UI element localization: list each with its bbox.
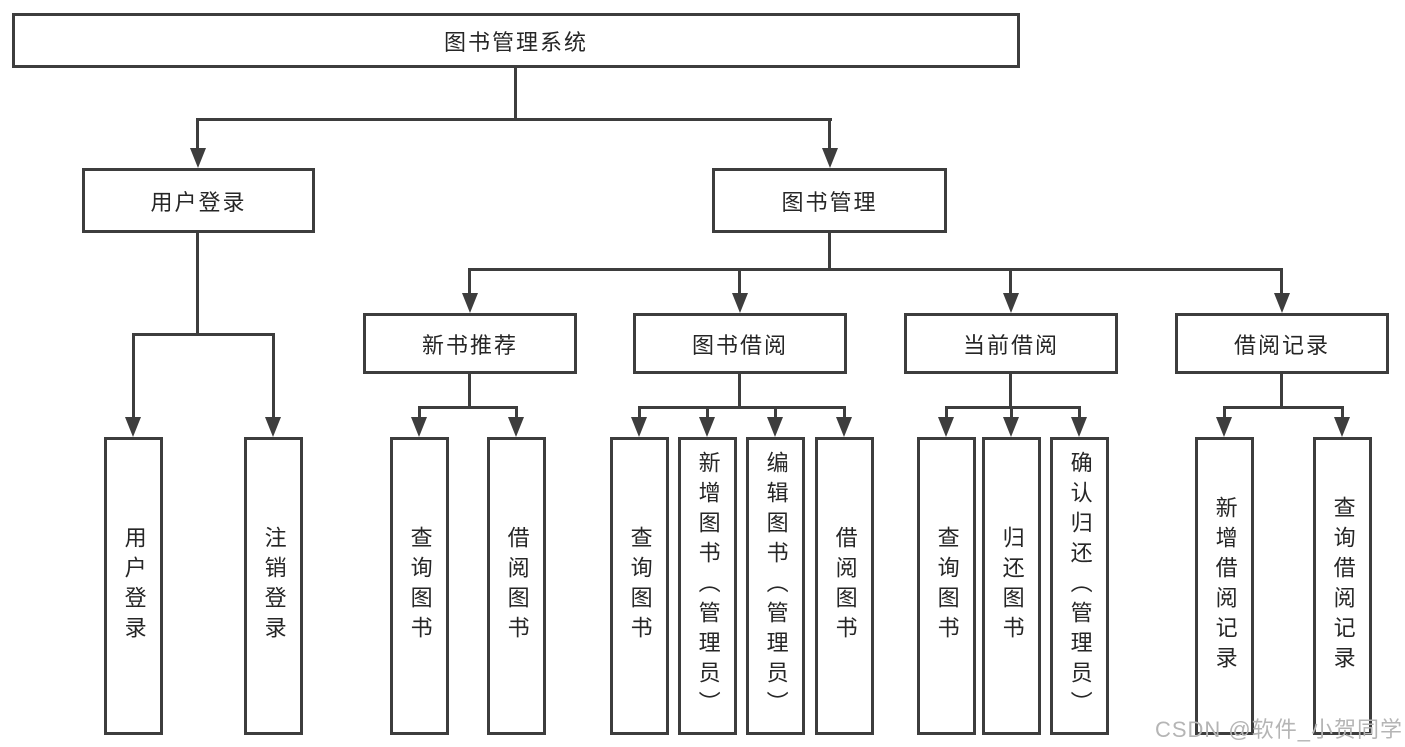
leaf-borrow-books-borrowing: 借阅图书 bbox=[815, 437, 874, 735]
leaf-edit-books-admin: 编辑图书（管理员） bbox=[746, 437, 805, 735]
connector-arrowhead bbox=[1003, 293, 1019, 313]
csdn-watermark: CSDN @软件_小贺同学 bbox=[1154, 717, 1403, 742]
connector-line bbox=[1341, 406, 1344, 419]
leaf-query-borrow-record: 查询借阅记录 bbox=[1313, 437, 1372, 735]
leaf-user-login-label: 用户登录 bbox=[121, 526, 147, 646]
node-borrowing-records-label: 借阅记录 bbox=[1233, 332, 1330, 358]
connector-line bbox=[945, 406, 948, 419]
node-root: 图书管理系统 bbox=[12, 13, 1020, 68]
connector-line bbox=[468, 268, 1283, 271]
node-new-book-recommend-label: 新书推荐 bbox=[421, 332, 518, 358]
leaf-borrow-books-recommend: 借阅图书 bbox=[487, 437, 546, 735]
connector-line bbox=[272, 333, 275, 419]
leaf-add-borrow-record-label: 新增借阅记录 bbox=[1212, 496, 1238, 676]
leaf-return-books: 归还图书 bbox=[982, 437, 1041, 735]
connector-arrowhead bbox=[938, 417, 954, 437]
connector-arrowhead bbox=[1003, 417, 1019, 437]
connector-line bbox=[468, 374, 471, 408]
connector-line bbox=[468, 268, 471, 295]
leaf-confirm-return-admin: 确认归还（管理员） bbox=[1050, 437, 1109, 735]
connector-arrowhead bbox=[631, 417, 647, 437]
leaf-logout-label: 注销登录 bbox=[261, 526, 287, 646]
leaf-query-books-recommend-label: 查询图书 bbox=[407, 526, 433, 646]
node-root-label: 图书管理系统 bbox=[443, 29, 588, 55]
connector-line bbox=[843, 406, 846, 419]
leaf-add-borrow-record: 新增借阅记录 bbox=[1195, 437, 1254, 735]
connector-line bbox=[132, 333, 275, 336]
connector-line bbox=[945, 406, 1081, 409]
connector-line bbox=[638, 406, 641, 419]
node-book-borrowing: 图书借阅 bbox=[633, 313, 847, 374]
leaf-add-books-admin-label: 新增图书（管理员） bbox=[695, 451, 721, 721]
node-user-login-label: 用户登录 bbox=[150, 189, 247, 215]
leaf-borrow-books-borrowing-label: 借阅图书 bbox=[832, 526, 858, 646]
connector-line bbox=[1010, 406, 1013, 419]
connector-line bbox=[196, 118, 199, 150]
node-book-management-label: 图书管理 bbox=[781, 189, 878, 215]
connector-line bbox=[1078, 406, 1081, 419]
leaf-borrow-books-recommend-label: 借阅图书 bbox=[504, 526, 530, 646]
connector-line bbox=[514, 68, 517, 120]
node-user-login: 用户登录 bbox=[82, 168, 315, 233]
connector-arrowhead bbox=[732, 293, 748, 313]
connector-arrowhead bbox=[190, 148, 206, 168]
node-current-borrowing-label: 当前借阅 bbox=[962, 332, 1059, 358]
connector-arrowhead bbox=[265, 417, 281, 437]
connector-line bbox=[515, 406, 518, 419]
connector-line bbox=[1280, 374, 1283, 408]
connector-line bbox=[706, 406, 709, 419]
connector-line bbox=[738, 374, 741, 408]
connector-arrowhead bbox=[462, 293, 478, 313]
connector-line bbox=[828, 118, 831, 150]
leaf-query-books-borrowing-label: 查询图书 bbox=[627, 526, 653, 646]
connector-arrowhead bbox=[699, 417, 715, 437]
leaf-user-login: 用户登录 bbox=[104, 437, 163, 735]
node-book-borrowing-label: 图书借阅 bbox=[691, 332, 788, 358]
connector-arrowhead bbox=[767, 417, 783, 437]
connector-arrowhead bbox=[1334, 417, 1350, 437]
connector-line bbox=[1223, 406, 1226, 419]
leaf-query-borrow-record-label: 查询借阅记录 bbox=[1330, 496, 1356, 676]
connector-arrowhead bbox=[836, 417, 852, 437]
connector-line bbox=[418, 406, 421, 419]
connector-line bbox=[1009, 268, 1012, 295]
leaf-return-books-label: 归还图书 bbox=[999, 526, 1025, 646]
connector-arrowhead bbox=[125, 417, 141, 437]
leaf-edit-books-admin-label: 编辑图书（管理员） bbox=[763, 451, 789, 721]
leaf-query-books-borrowing: 查询图书 bbox=[610, 437, 669, 735]
connector-line bbox=[196, 118, 832, 121]
connector-arrowhead bbox=[1216, 417, 1232, 437]
leaf-query-books-recommend: 查询图书 bbox=[390, 437, 449, 735]
connector-line bbox=[196, 233, 199, 336]
leaf-confirm-return-admin-label: 确认归还（管理员） bbox=[1067, 451, 1093, 721]
connector-line bbox=[738, 268, 741, 295]
leaf-logout: 注销登录 bbox=[244, 437, 303, 735]
connector-arrowhead bbox=[1274, 293, 1290, 313]
node-borrowing-records: 借阅记录 bbox=[1175, 313, 1389, 374]
connector-line bbox=[774, 406, 777, 419]
connector-line bbox=[828, 233, 831, 270]
connector-line bbox=[1223, 406, 1344, 409]
leaf-query-books-current-label: 查询图书 bbox=[934, 526, 960, 646]
connector-arrowhead bbox=[822, 148, 838, 168]
connector-arrowhead bbox=[411, 417, 427, 437]
leaf-add-books-admin: 新增图书（管理员） bbox=[678, 437, 737, 735]
node-new-book-recommend: 新书推荐 bbox=[363, 313, 577, 374]
leaf-query-books-current: 查询图书 bbox=[917, 437, 976, 735]
connector-line bbox=[418, 406, 518, 409]
connector-line bbox=[132, 333, 135, 419]
connector-line bbox=[1009, 374, 1012, 408]
connector-arrowhead bbox=[508, 417, 524, 437]
connector-arrowhead bbox=[1071, 417, 1087, 437]
node-book-management: 图书管理 bbox=[712, 168, 947, 233]
connector-line bbox=[1280, 268, 1283, 295]
node-current-borrowing: 当前借阅 bbox=[904, 313, 1118, 374]
connector-line bbox=[638, 406, 846, 409]
